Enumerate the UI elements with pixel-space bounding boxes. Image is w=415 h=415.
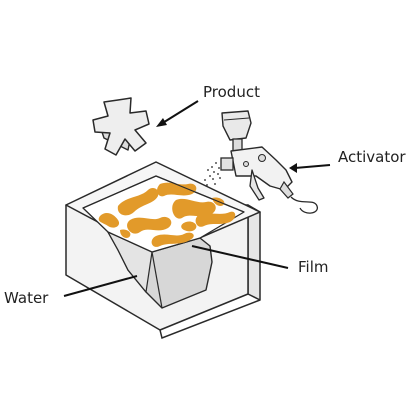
dipping-tank-icon bbox=[65, 161, 261, 340]
activator-arrow bbox=[289, 163, 331, 173]
film-leader-line bbox=[191, 245, 289, 269]
water-leader-line bbox=[63, 275, 138, 297]
product-shape bbox=[92, 97, 150, 156]
film-label: Film bbox=[298, 258, 328, 276]
product-label: Product bbox=[203, 83, 260, 101]
film-pattern bbox=[98, 182, 236, 247]
spray-gun-icon bbox=[204, 110, 318, 214]
product-arrow bbox=[156, 100, 199, 127]
activator-label: Activator bbox=[338, 148, 406, 166]
product-icon bbox=[92, 97, 150, 156]
water-label: Water bbox=[4, 289, 49, 307]
spray-mist bbox=[204, 162, 221, 186]
